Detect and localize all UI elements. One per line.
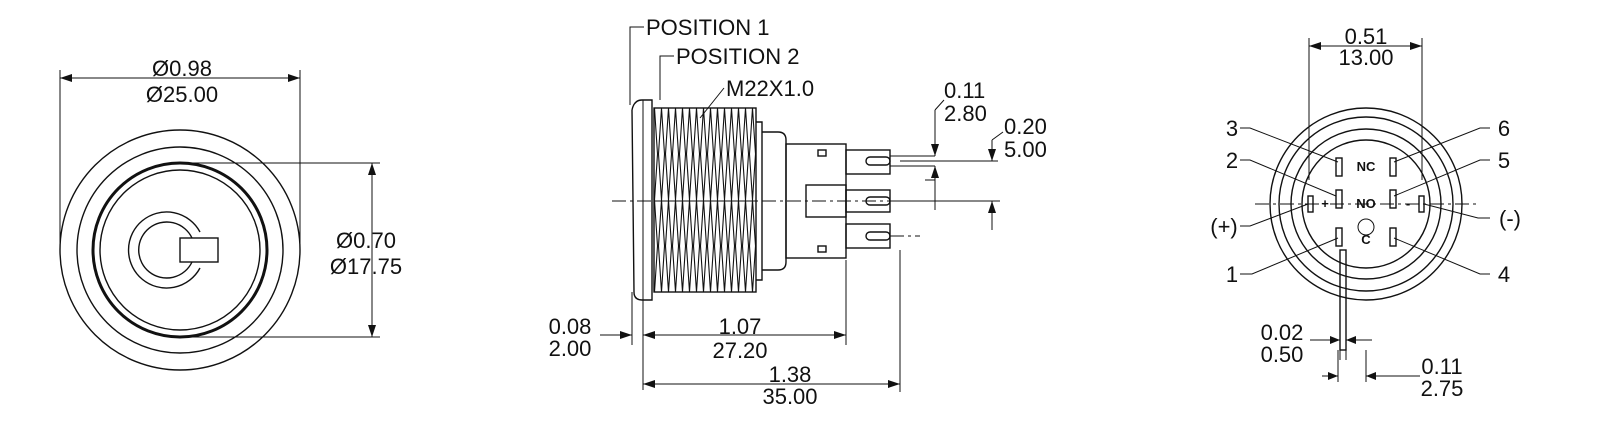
outer-dia-mm-label: Ø25.00 bbox=[146, 82, 218, 107]
position-2-label: POSITION 2 bbox=[676, 44, 799, 69]
flange-in-label: 0.08 bbox=[549, 314, 592, 339]
flange-mm-label: 2.00 bbox=[549, 336, 592, 361]
ring-dia-in-label: Ø0.70 bbox=[336, 228, 396, 253]
position-2-leader bbox=[659, 55, 674, 100]
power-icon bbox=[127, 211, 219, 289]
thread-label: M22X1.0 bbox=[726, 76, 814, 101]
pin-width-mm-label: 2.75 bbox=[1421, 376, 1464, 401]
pin-5-label: 5 bbox=[1498, 148, 1510, 173]
pin-thick-mm-label: 0.50 bbox=[1261, 342, 1304, 367]
pin-width-in-label: 0.11 bbox=[1421, 354, 1462, 379]
pin-2-label: 2 bbox=[1226, 148, 1238, 173]
pin-4-label: 4 bbox=[1498, 262, 1510, 287]
pins bbox=[1307, 157, 1425, 351]
terminal-w-in-label: 0.11 bbox=[944, 78, 985, 103]
pin-thick-in-label: 0.02 bbox=[1261, 320, 1304, 345]
nc-label: NC bbox=[1357, 159, 1376, 174]
rear-outer-circle bbox=[1269, 107, 1463, 301]
bezel-inner-circle bbox=[76, 146, 284, 354]
terminal-t-mm-label: 5.00 bbox=[1004, 137, 1047, 162]
led-ring-outer bbox=[91, 161, 269, 339]
front-view: Ø0.98 Ø25.00 Ø0.70 Ø17.75 bbox=[59, 56, 402, 371]
body-len-in-label: 1.07 bbox=[719, 314, 762, 339]
c-label: C bbox=[1361, 232, 1371, 247]
led-ring-inner bbox=[99, 169, 261, 331]
position-1-label: POSITION 1 bbox=[646, 15, 769, 40]
plus-sign: + bbox=[1321, 196, 1329, 211]
rear-view: 0.51 13.00 NC NO C + - 3 2 (+) 1 bbox=[1210, 24, 1521, 401]
outer-dia-in-label: Ø0.98 bbox=[152, 56, 212, 81]
plus-label: (+) bbox=[1210, 214, 1238, 239]
pin-3-label: 3 bbox=[1226, 116, 1238, 141]
minus-label: (-) bbox=[1499, 206, 1521, 231]
minus-sign: - bbox=[1406, 196, 1410, 211]
position-1-leader bbox=[629, 26, 644, 105]
pin-6-label: 6 bbox=[1498, 116, 1510, 141]
terminal-t-in-label: 0.20 bbox=[1004, 114, 1047, 139]
pin-spacing-in-label: 0.51 bbox=[1345, 24, 1388, 49]
pin-spacing-mm-label: 13.00 bbox=[1338, 45, 1393, 70]
side-view: POSITION 1 POSITION 2 M22X1.0 0.11 2.80 … bbox=[549, 15, 1047, 409]
pin-1-label: 1 bbox=[1226, 262, 1238, 287]
no-label: NO bbox=[1356, 196, 1376, 211]
thread-leader bbox=[699, 87, 725, 119]
flange bbox=[631, 99, 653, 301]
threaded-body bbox=[653, 107, 757, 293]
ring-dia-mm-label: Ø17.75 bbox=[330, 254, 402, 279]
body-len-mm-label: 27.20 bbox=[712, 338, 767, 363]
total-len-in-label: 1.38 bbox=[769, 362, 812, 387]
total-len-mm-label: 35.00 bbox=[762, 384, 817, 409]
terminal-w-mm-label: 2.80 bbox=[944, 101, 987, 126]
